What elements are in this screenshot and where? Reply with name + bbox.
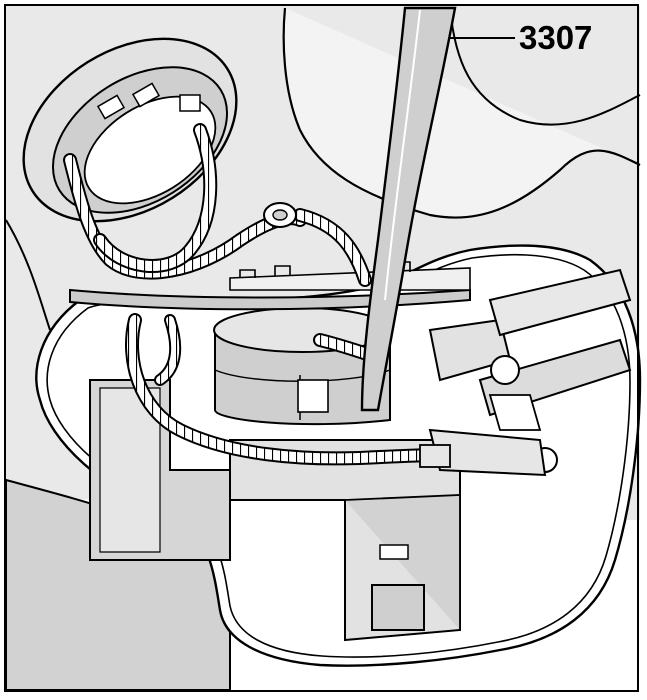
- fuel-pump-module: [89, 307, 461, 642]
- return-fittings: [428, 268, 632, 477]
- figure-border: [4, 4, 639, 692]
- callout-label-tool: 3307: [519, 19, 593, 56]
- tool-3307: [360, 6, 457, 412]
- hose-connector: [263, 202, 451, 468]
